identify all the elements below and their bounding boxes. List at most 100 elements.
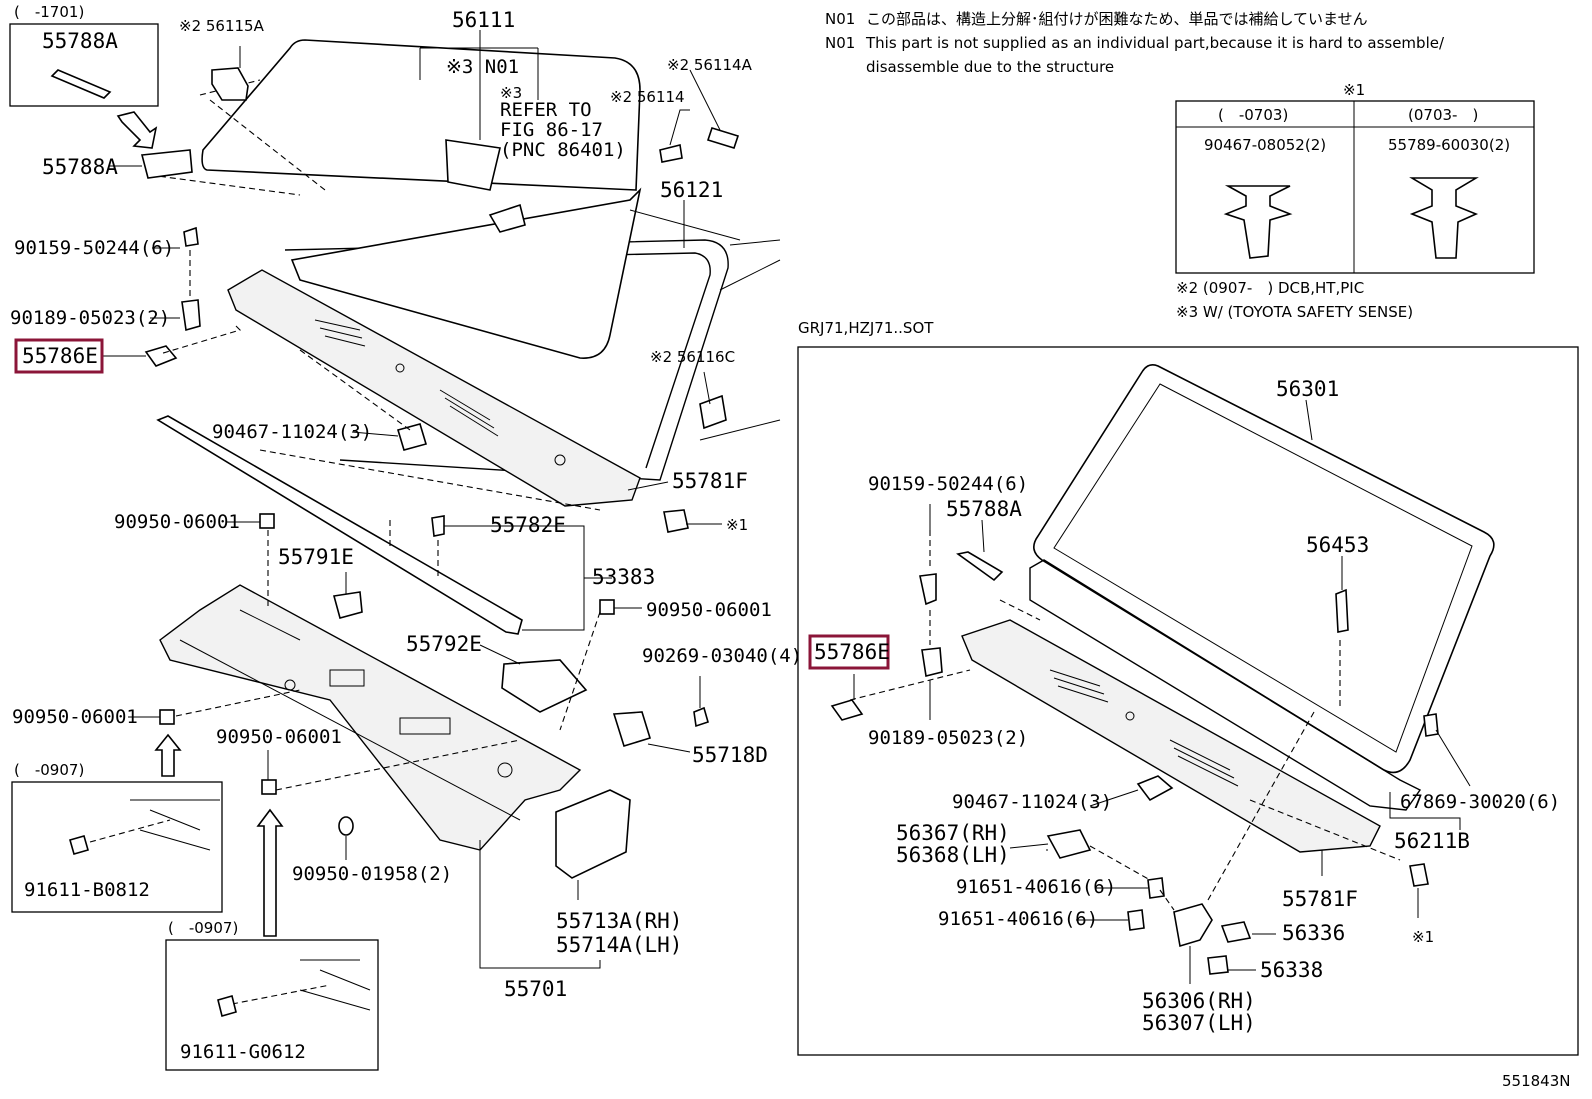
label-refer-line1: REFER TO — [500, 99, 592, 121]
part-56114 — [659, 144, 683, 163]
part-clip-ref1 — [663, 509, 689, 533]
note-n01-en-code: N01 — [825, 34, 855, 52]
table-col1-part[interactable]: 90467-08052(2) — [1204, 136, 1326, 154]
label-55782E[interactable]: 55782E — [490, 513, 566, 537]
inset-label-55788A[interactable]: 55788A — [946, 497, 1022, 521]
label-56111[interactable]: 56111 — [452, 8, 515, 32]
note-n01-jp-code: N01 — [825, 10, 855, 28]
label-90950-06001d[interactable]: 90950-06001 — [216, 726, 342, 748]
inset-part-67869 — [1423, 713, 1439, 737]
highlight-55786E-left — [14, 338, 104, 374]
label-55792E[interactable]: 55792E — [406, 632, 482, 656]
label-55788A[interactable]: 55788A — [42, 155, 118, 179]
inset-label-56367[interactable]: 56367(RH) — [896, 821, 1010, 845]
inset-label-56301[interactable]: 56301 — [1276, 377, 1339, 401]
label-55713A[interactable]: 55713A(RH) — [556, 909, 682, 933]
label-55788A-box[interactable]: 55788A — [42, 29, 118, 53]
label-55701[interactable]: 55701 — [504, 977, 567, 1001]
inset-label-90189-05023[interactable]: 90189-05023(2) — [868, 727, 1028, 749]
arrow-up-2 — [256, 808, 284, 937]
inset-part-56306 — [1173, 903, 1213, 948]
part-56116C — [699, 394, 727, 430]
part-90950-06001a — [259, 513, 275, 529]
part-refer-86401 — [488, 203, 526, 233]
label-90950-06001c[interactable]: 90950-06001 — [12, 706, 138, 728]
inset-label-56336[interactable]: 56336 — [1282, 921, 1345, 945]
note-n01-en-line2: disassemble due to the structure — [866, 58, 1114, 76]
inset-part-55786E — [830, 699, 864, 721]
label-refer-line2: FIG 86-17 — [500, 119, 603, 141]
label-refer-line3[interactable]: (PNC 86401) — [500, 139, 626, 161]
part-55782E — [431, 515, 445, 537]
highlight-55786E-inset — [808, 634, 890, 670]
label-56116C[interactable]: ※2 56116C — [650, 348, 735, 366]
inset-label-56307[interactable]: 56307(LH) — [1142, 1011, 1256, 1035]
inset-part-56453 — [1335, 588, 1349, 633]
inset-label-56338[interactable]: 56338 — [1260, 958, 1323, 982]
part-55786E — [144, 345, 178, 367]
inset-part-90159 — [919, 573, 937, 606]
inset-label-90159-50244[interactable]: 90159-50244(6) — [868, 473, 1028, 495]
table-col2-part[interactable]: 55789-60030(2) — [1388, 136, 1510, 154]
label-56114[interactable]: ※2 56114 — [610, 88, 685, 106]
label-55791E[interactable]: 55791E — [278, 545, 354, 569]
label-90189-05023[interactable]: 90189-05023(2) — [10, 307, 170, 329]
label-90950-01958[interactable]: 90950-01958(2) — [292, 863, 452, 885]
label-1701: ( -1701) — [14, 3, 84, 21]
part-56115A — [211, 67, 249, 101]
inset-1701: ( -1701) 55788A — [9, 3, 159, 107]
inset-label-56306[interactable]: 56306(RH) — [1142, 989, 1256, 1013]
inset-label-55781F[interactable]: 55781F — [1282, 887, 1358, 911]
inset-label-ref1: ※1 — [1412, 928, 1434, 946]
inset-label-91651-40616a[interactable]: 91651-40616(6) — [956, 876, 1116, 898]
inset-label-55786E[interactable]: 55786E — [814, 640, 890, 664]
inset-label-67869-30020[interactable]: 67869-30020(6) — [1400, 791, 1560, 813]
inset-label-56368[interactable]: 56368(LH) — [896, 843, 1010, 867]
clip-table: ※1 ( -0703) (0703- ) 90467-08052(2) 5578… — [1175, 81, 1535, 274]
label-55786E-left[interactable]: 55786E — [22, 344, 98, 368]
inset-0907-b — [165, 939, 379, 1071]
label-53383[interactable]: 53383 — [592, 565, 655, 589]
inset-label-56453[interactable]: 56453 — [1306, 533, 1369, 557]
part-90950-01958 — [338, 816, 354, 836]
label-90950-06001a[interactable]: 90950-06001 — [114, 511, 240, 533]
label-90269-03040[interactable]: 90269-03040(4) — [642, 645, 802, 667]
label-55718D[interactable]: 55718D — [692, 743, 768, 767]
inset-part-56336 — [1220, 921, 1252, 943]
clip-90467-08052 — [1223, 185, 1293, 259]
label-56115A[interactable]: ※2 56115A — [179, 17, 265, 35]
part-camera-n01 — [445, 139, 501, 191]
label-56121[interactable]: 56121 — [660, 178, 723, 202]
footer-code: 551843N — [1502, 1072, 1570, 1090]
label-55714A[interactable]: 55714A(LH) — [556, 933, 682, 957]
label-90159-50244[interactable]: 90159-50244(6) — [14, 237, 174, 259]
inset-part-90467 — [1136, 775, 1174, 802]
part-56114A — [706, 127, 740, 149]
label-n01-callout[interactable]: ※3 N01 — [446, 56, 519, 78]
footnote-2: ※2 (0907- ) DCB,HT,PIC — [1176, 279, 1364, 297]
cowl-top-panel — [227, 269, 641, 507]
label-56114A[interactable]: ※2 56114A — [667, 56, 753, 74]
inset-part-91651b — [1127, 909, 1145, 931]
inset-label-91651-40616b[interactable]: 91651-40616(6) — [938, 908, 1098, 930]
table-col1-head: ( -0703) — [1218, 106, 1288, 124]
part-90950-06001c — [159, 709, 175, 725]
part-55718D — [612, 711, 651, 747]
arrow-up-1 — [154, 733, 182, 777]
label-90467-11024[interactable]: 90467-11024(3) — [212, 421, 372, 443]
label-ref1-left: ※1 — [726, 516, 748, 534]
inset-0907-a — [11, 781, 223, 913]
inset-part-55788A — [956, 551, 1004, 582]
inset-part-56367 — [1046, 829, 1092, 859]
label-91611-B0812[interactable]: 91611-B0812 — [24, 879, 150, 901]
table-title: ※1 — [1343, 81, 1365, 99]
note-n01-jp: この部品は、構造上分解･組付けが困難なため、単品では補給していません — [866, 10, 1368, 28]
label-91611-G0612[interactable]: 91611-G0612 — [180, 1041, 306, 1063]
windshield-glass — [149, 39, 641, 196]
inset-label-56211B[interactable]: 56211B — [1394, 829, 1470, 853]
inset-label-90467-11024[interactable]: 90467-11024(3) — [952, 791, 1112, 813]
label-90950-06001b[interactable]: 90950-06001 — [646, 599, 772, 621]
label-55781F[interactable]: 55781F — [672, 469, 748, 493]
footnote-3: ※3 W/ (TOYOTA SAFETY SENSE) — [1176, 303, 1413, 321]
part-clip-90467 — [396, 423, 428, 451]
